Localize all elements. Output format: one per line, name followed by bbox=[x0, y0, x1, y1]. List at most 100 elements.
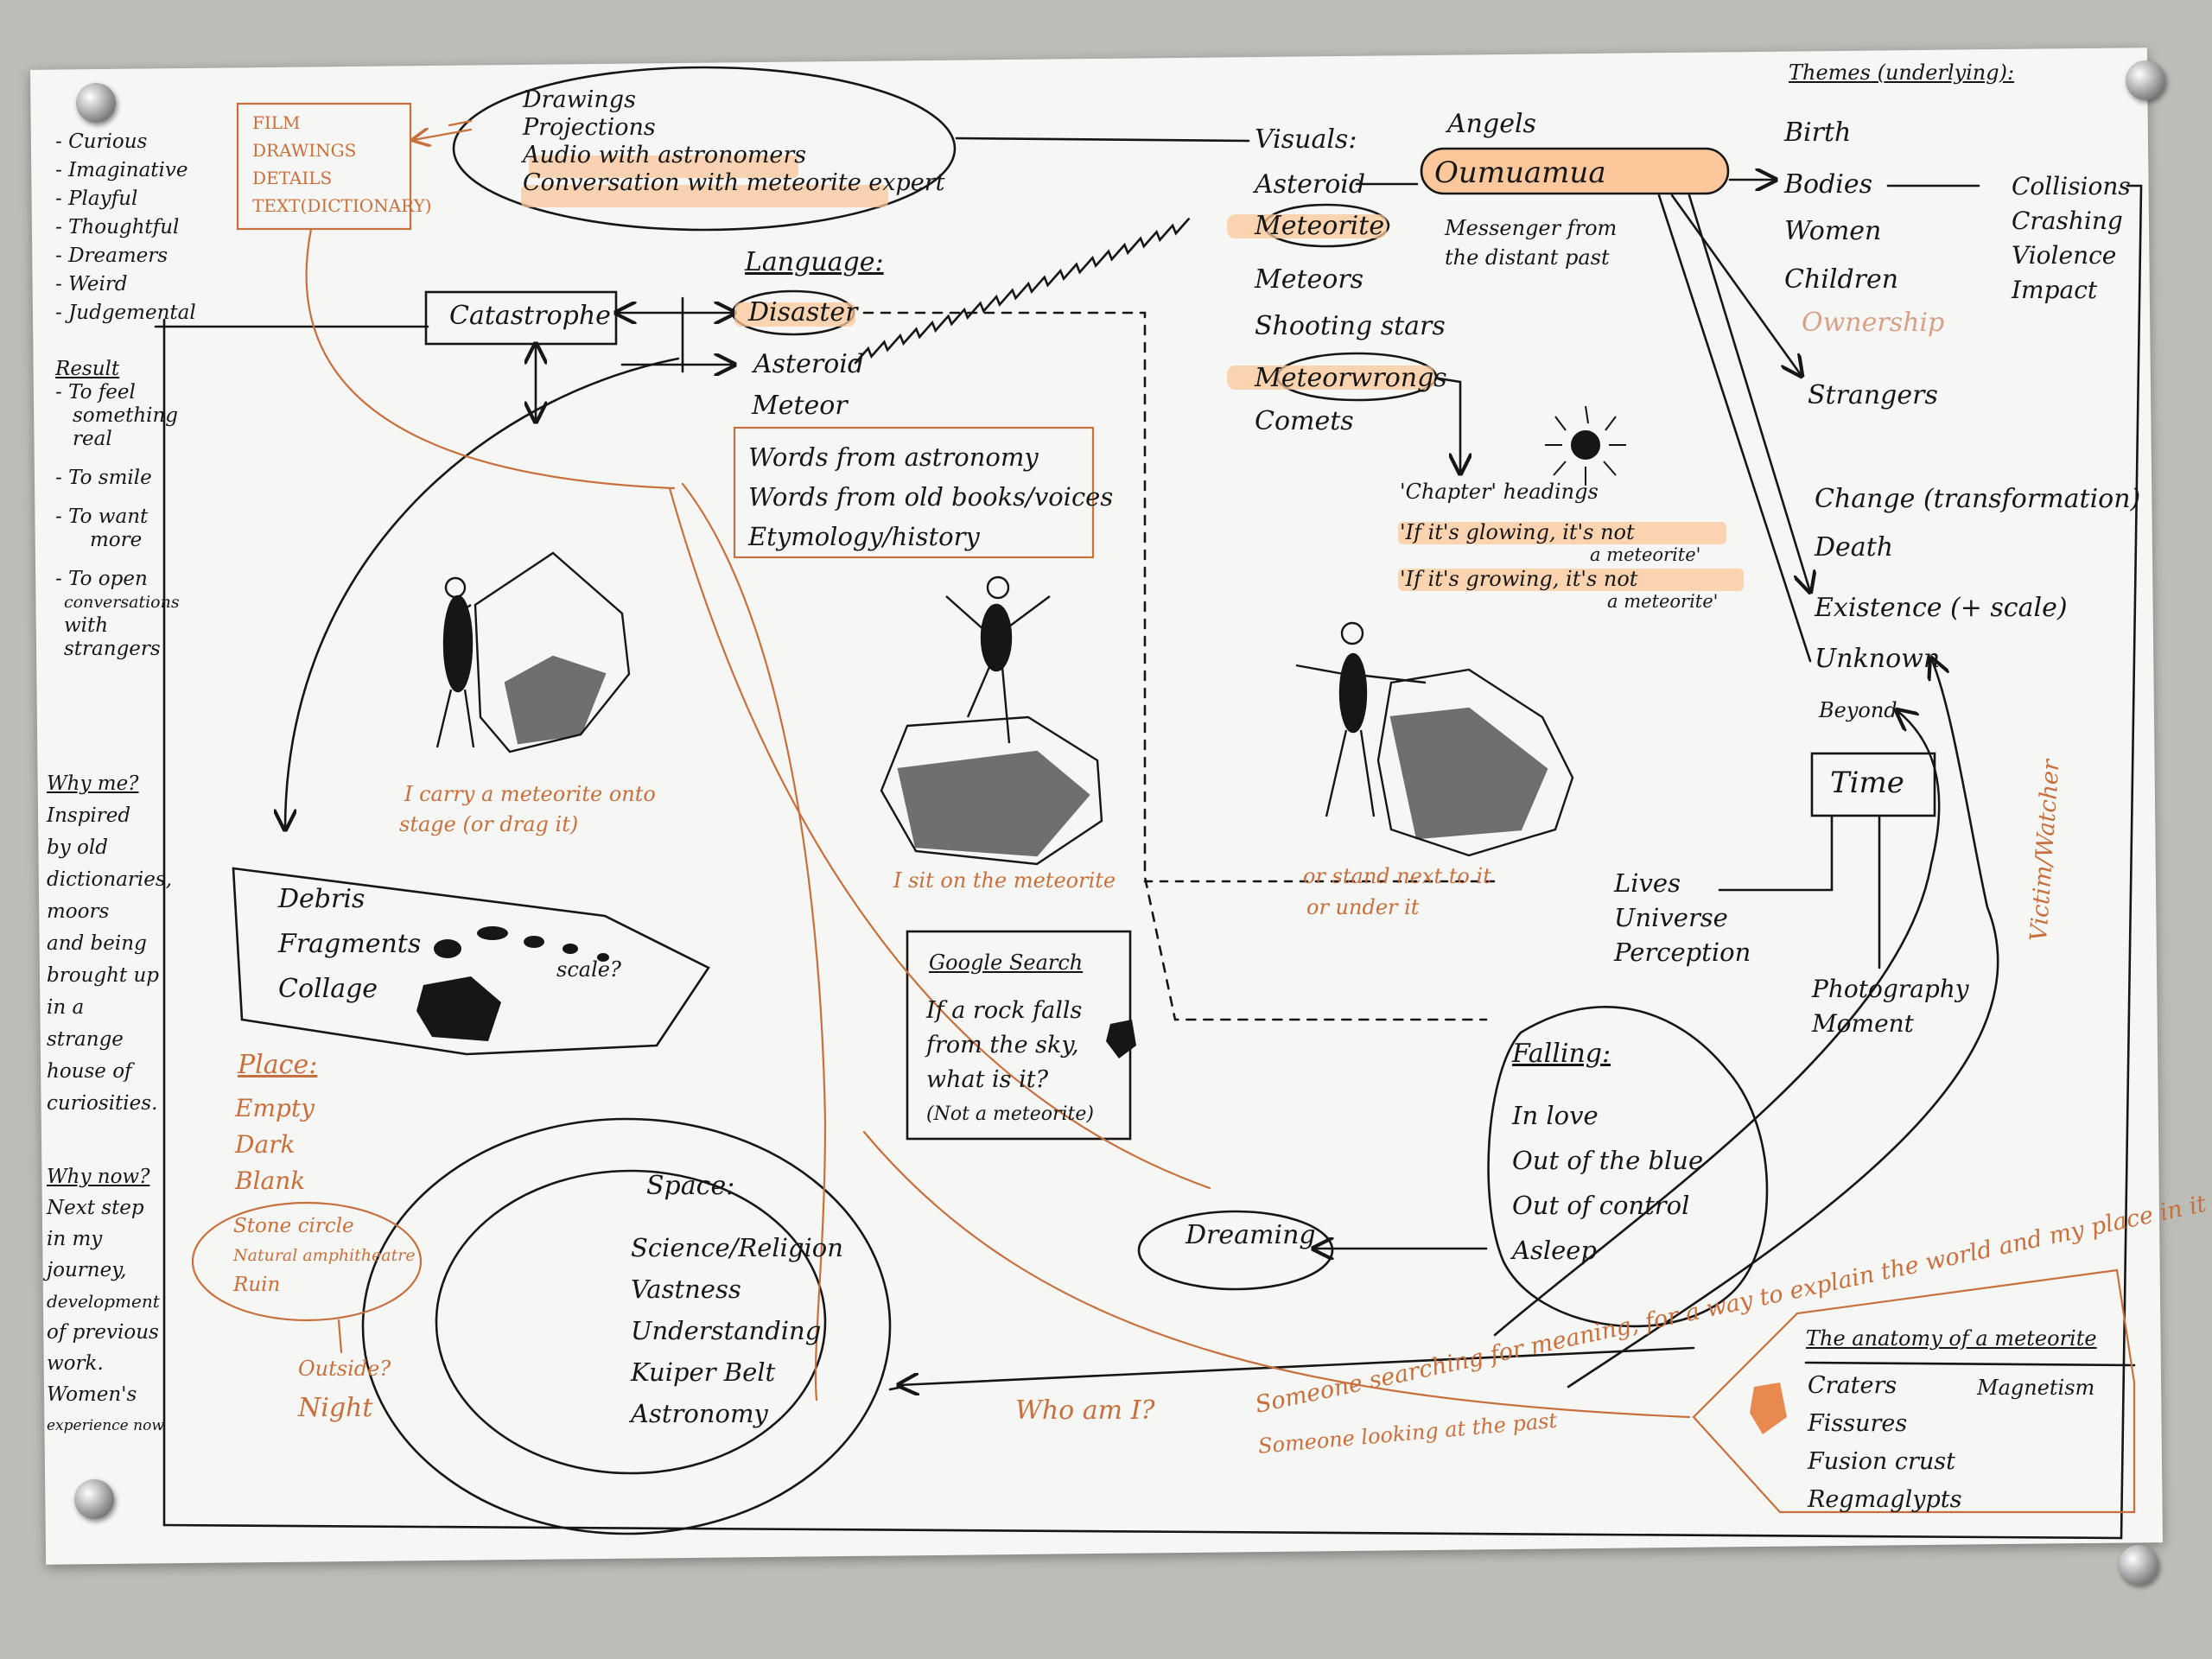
collisions-item: Violence bbox=[2012, 241, 2117, 270]
stone-item: Stone circle bbox=[233, 1215, 354, 1237]
words-item: Words from old books/voices bbox=[748, 482, 1114, 512]
visuals-meteorwrongs: Meteorwrongs bbox=[1255, 363, 1447, 393]
media-item: Projections bbox=[523, 114, 656, 141]
caption-sit: I sit on the meteorite bbox=[893, 868, 1116, 893]
trait: - Imaginative bbox=[55, 159, 188, 181]
trait: - Judgemental bbox=[55, 302, 196, 324]
debris-item: Collage bbox=[278, 974, 378, 1004]
visuals-comets: Comets bbox=[1255, 406, 1354, 436]
falling-list: In love Out of the blue Out of control A… bbox=[1512, 1093, 1703, 1273]
push-pin-bottom-right bbox=[2119, 1545, 2158, 1585]
google-lines: If a rock falls from the sky, what is it… bbox=[926, 994, 1094, 1132]
result-heading: Result bbox=[55, 358, 120, 380]
falling-heading: Falling: bbox=[1512, 1039, 1611, 1069]
visuals-heading: Visuals: bbox=[1255, 124, 1357, 155]
place-item: Blank bbox=[235, 1166, 306, 1195]
why-now-line: of previous bbox=[47, 1321, 159, 1344]
outside-label: Outside? bbox=[298, 1357, 391, 1381]
stone-item: Ruin bbox=[233, 1274, 281, 1296]
chapter-line-4: a meteorite' bbox=[1607, 591, 1719, 612]
victim-label: Victim/Watcher bbox=[2025, 757, 2065, 942]
time-box bbox=[1810, 752, 1936, 817]
visuals-meteors: Meteors bbox=[1255, 264, 1364, 295]
push-pin-top-left bbox=[76, 83, 116, 123]
theme-change: Change (transformation) bbox=[1815, 484, 2141, 514]
stone-list: Stone circle Natural amphitheatre Ruin bbox=[233, 1211, 416, 1300]
language-disaster: Disaster bbox=[748, 297, 858, 327]
why-me-line: brought up bbox=[47, 964, 160, 987]
space-item: Kuiper Belt bbox=[631, 1357, 776, 1387]
film-item: DETAILS bbox=[252, 168, 333, 188]
debris-fragments bbox=[416, 926, 1787, 1434]
media-item: Audio with astronomers bbox=[523, 142, 807, 168]
night-label: Night bbox=[298, 1393, 373, 1423]
google-heading: Google Search bbox=[929, 950, 1084, 975]
audience-traits: - Curious - Imaginative - Playful - Thou… bbox=[55, 128, 196, 327]
result-item: real bbox=[73, 428, 112, 450]
google-line: from the sky, bbox=[926, 1032, 1079, 1058]
visuals-meteorite: Meteorite bbox=[1255, 211, 1385, 241]
theme-existence: Existence (+ scale) bbox=[1815, 593, 2068, 623]
why-now-line: experience now bbox=[47, 1417, 164, 1434]
google-line: what is it? bbox=[926, 1066, 1049, 1093]
media-item: Conversation with meteorite expert bbox=[523, 169, 945, 196]
collisions-item: Collisions bbox=[2012, 172, 2131, 200]
space-item: Astronomy bbox=[631, 1399, 768, 1428]
trait: - Curious bbox=[55, 130, 148, 153]
time-item: Lives bbox=[1614, 868, 1681, 898]
theme-children: Children bbox=[1784, 264, 1899, 295]
push-pin-top-right bbox=[2126, 60, 2165, 100]
why-me-line: dictionaries, bbox=[47, 868, 173, 891]
debris-item: Debris bbox=[278, 884, 365, 914]
theme-strangers: Strangers bbox=[1808, 380, 1938, 410]
theme-unknown: Unknown bbox=[1815, 644, 1941, 674]
space-item: Science/Religion bbox=[631, 1233, 843, 1262]
why-now-line: Next step bbox=[47, 1197, 144, 1219]
themes-heading: Themes (underlying): bbox=[1789, 60, 2015, 85]
why-me-line: in a bbox=[47, 996, 85, 1019]
chapter-heading: 'Chapter' headings bbox=[1400, 480, 1599, 504]
caption-carry-2: stage (or drag it) bbox=[399, 812, 579, 836]
why-now-heading: Why now? bbox=[47, 1166, 150, 1188]
figure-stand bbox=[1295, 621, 1574, 857]
google-line: If a rock falls bbox=[926, 997, 1083, 1024]
time-items: Lives Universe Perception bbox=[1614, 866, 1751, 969]
time-item: Perception bbox=[1614, 938, 1751, 967]
why-me-line: house of bbox=[47, 1060, 132, 1083]
falling-item: Out of the blue bbox=[1512, 1146, 1704, 1175]
language-heading: Language: bbox=[745, 247, 884, 277]
why-me-line: and being bbox=[47, 932, 147, 955]
google-line: (Not a meteorite) bbox=[926, 1103, 1095, 1125]
who-am-i: Who am I? bbox=[1015, 1395, 1155, 1426]
why-now-section: Why now? Next step in my journey, develo… bbox=[47, 1149, 164, 1441]
place-item: Dark bbox=[235, 1130, 296, 1159]
anatomy-item: Craters bbox=[1808, 1372, 1897, 1399]
film-item: FILM bbox=[252, 112, 301, 133]
anatomy-item: Fusion crust bbox=[1808, 1448, 1955, 1475]
photography-items: Photography Moment bbox=[1812, 972, 1969, 1041]
language-words-box: Words from astronomy Words from old book… bbox=[748, 437, 1113, 556]
result-item: - To want bbox=[55, 505, 149, 528]
why-now-line: development bbox=[47, 1291, 160, 1312]
caption-stand-2: or under it bbox=[1306, 895, 1420, 919]
result-item: something bbox=[73, 404, 179, 427]
debris-list: Debris Fragments Collage bbox=[278, 877, 421, 1012]
stone-item: Natural amphitheatre bbox=[233, 1246, 416, 1265]
chapter-line-2: a meteorite' bbox=[1590, 544, 1701, 565]
figure-sit bbox=[880, 575, 1103, 866]
debris-shape bbox=[232, 867, 710, 1056]
time-label: Time bbox=[1830, 766, 1904, 800]
language-meteor: Meteor bbox=[752, 391, 848, 421]
theme-bodies: Bodies bbox=[1784, 169, 1873, 200]
why-now-line: in my bbox=[47, 1228, 103, 1250]
space-item: Vastness bbox=[631, 1274, 741, 1304]
media-item: Drawings bbox=[523, 86, 636, 113]
anatomy-item: Fissures bbox=[1808, 1410, 1908, 1437]
visuals-shooting-stars: Shooting stars bbox=[1255, 311, 1446, 341]
why-me-line: Inspired bbox=[47, 804, 131, 827]
result-item: - To smile bbox=[55, 467, 152, 489]
oumuamua-label: Oumuamua bbox=[1434, 156, 1606, 190]
caption-carry-1: I carry a meteorite onto bbox=[404, 782, 656, 806]
